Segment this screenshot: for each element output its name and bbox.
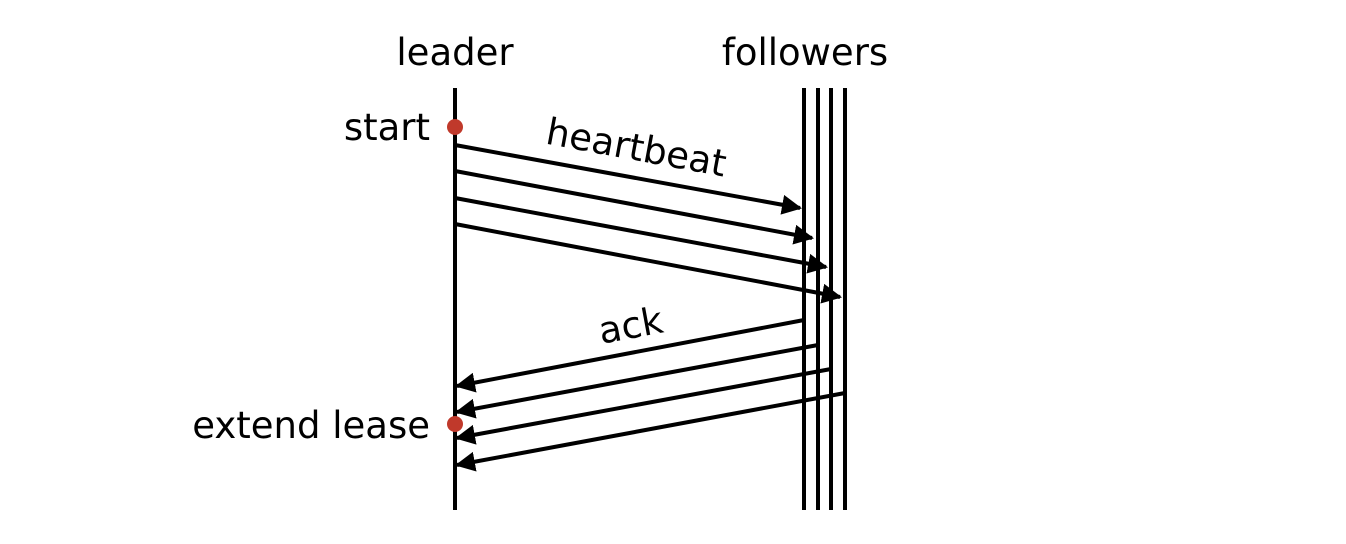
ack-arrow-4 <box>455 391 846 472</box>
ack-arrow-2 <box>455 343 819 419</box>
heartbeat-arrow-3 <box>454 196 828 274</box>
start-event-dot <box>447 119 463 135</box>
ack-label: ack <box>595 299 667 353</box>
ack-arrow-3 <box>455 367 832 445</box>
extend-lease-event-dot <box>447 416 463 432</box>
ack-arrow-1 <box>455 318 805 393</box>
heartbeat-arrow-1 <box>454 143 802 215</box>
heartbeat-arrow-2 <box>454 169 814 245</box>
heartbeat-label: heartbeat <box>543 110 730 185</box>
leader-label: leader <box>396 31 514 74</box>
extend-lease-label: extend lease <box>192 404 430 447</box>
followers-label: followers <box>722 31 888 74</box>
heartbeat-arrow-4 <box>454 222 842 304</box>
start-label: start <box>344 106 430 149</box>
